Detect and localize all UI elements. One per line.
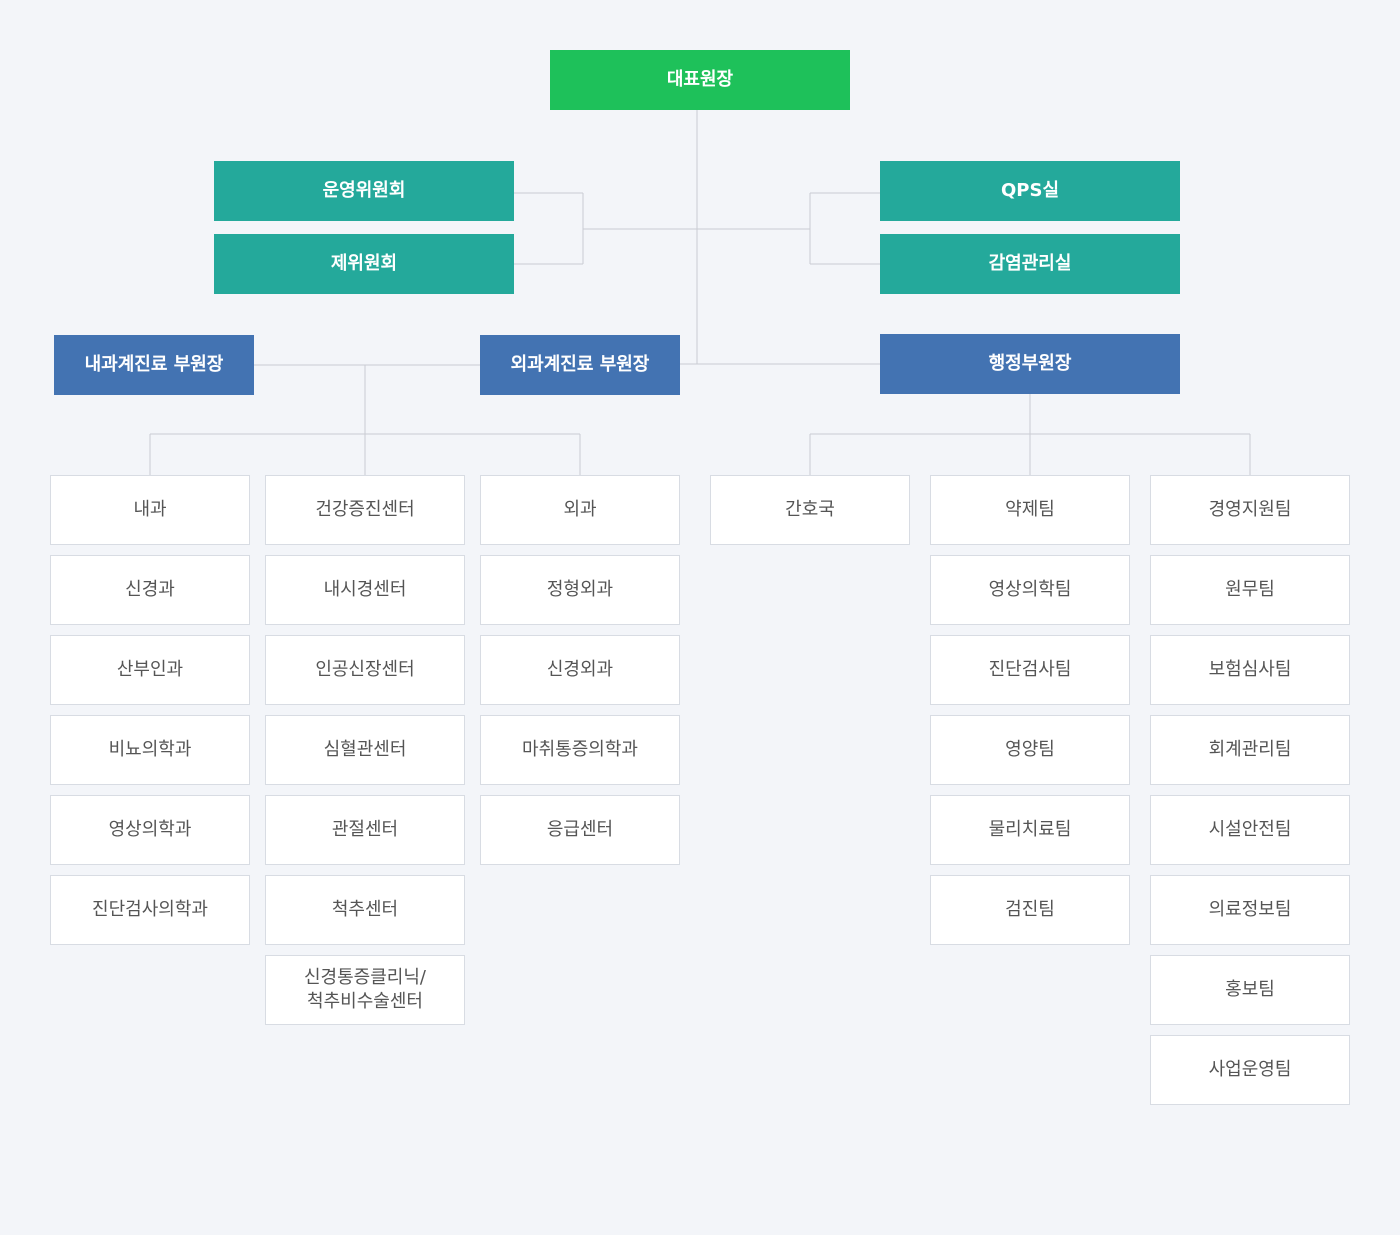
dept-box-internal-medicine: 비뇨의학과 [50, 715, 250, 785]
vice-director-admin-box: 행정부원장 [880, 334, 1180, 394]
dept-box-medical-support: 진단검사팀 [930, 635, 1130, 705]
dept-box-administration: 경영지원팀 [1150, 475, 1350, 545]
dept-box-medical-support: 영상의학팀 [930, 555, 1130, 625]
committee-operations-box: 운영위원회 [214, 161, 514, 221]
dept-box-internal-medicine: 영상의학과 [50, 795, 250, 865]
committee-qps-box: QPS실 [880, 161, 1180, 221]
dept-box-administration: 의료정보팀 [1150, 875, 1350, 945]
dept-box-medical-support: 물리치료팀 [930, 795, 1130, 865]
dept-box-medical-support: 검진팀 [930, 875, 1130, 945]
dept-box-surgery: 마취통증의학과 [480, 715, 680, 785]
dept-box-centers: 관절센터 [265, 795, 465, 865]
dept-box-centers: 척추센터 [265, 875, 465, 945]
vice-director-internal-box: 내과계진료 부원장 [54, 335, 254, 395]
dept-box-administration: 시설안전팀 [1150, 795, 1350, 865]
dept-box-surgery: 정형외과 [480, 555, 680, 625]
dept-box-administration: 보험심사팀 [1150, 635, 1350, 705]
chief-director-box: 대표원장 [550, 50, 850, 110]
dept-box-surgery: 응급센터 [480, 795, 680, 865]
committee-infection-control-box: 감염관리실 [880, 234, 1180, 294]
dept-box-centers: 신경통증클리닉/ 척추비수술센터 [265, 955, 465, 1025]
dept-box-internal-medicine: 신경과 [50, 555, 250, 625]
dept-box-centers: 건강증진센터 [265, 475, 465, 545]
dept-box-medical-support: 약제팀 [930, 475, 1130, 545]
vice-director-surgical-box: 외과계진료 부원장 [480, 335, 680, 395]
dept-box-surgery: 외과 [480, 475, 680, 545]
dept-box-centers: 심혈관센터 [265, 715, 465, 785]
dept-box-centers: 인공신장센터 [265, 635, 465, 705]
dept-box-internal-medicine: 산부인과 [50, 635, 250, 705]
dept-box-surgery: 신경외과 [480, 635, 680, 705]
dept-box-nursing: 간호국 [710, 475, 910, 545]
dept-box-internal-medicine: 진단검사의학과 [50, 875, 250, 945]
committee-second-box: 제위원회 [214, 234, 514, 294]
dept-box-medical-support: 영양팀 [930, 715, 1130, 785]
dept-box-administration: 사업운영팀 [1150, 1035, 1350, 1105]
dept-box-administration: 원무팀 [1150, 555, 1350, 625]
dept-box-administration: 회계관리팀 [1150, 715, 1350, 785]
dept-box-centers: 내시경센터 [265, 555, 465, 625]
dept-box-administration: 홍보팀 [1150, 955, 1350, 1025]
dept-box-internal-medicine: 내과 [50, 475, 250, 545]
